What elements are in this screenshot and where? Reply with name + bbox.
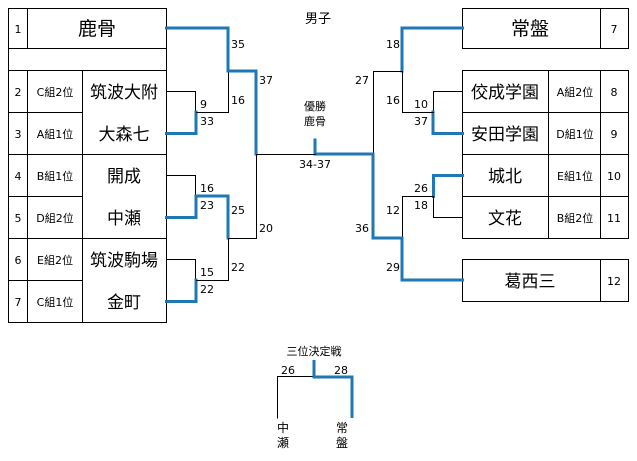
team-name: 大森七 bbox=[99, 125, 150, 145]
team-name: 城北 bbox=[488, 167, 522, 187]
score: 29 bbox=[386, 261, 400, 274]
group-rank: D組1位 bbox=[556, 127, 593, 141]
third-place-left-team: 中瀬 bbox=[277, 420, 289, 450]
right-scores: 10 37 26 18 18 16 12 29 27 36 bbox=[355, 38, 428, 274]
right-table bbox=[462, 8, 629, 302]
score: 12 bbox=[386, 204, 400, 217]
third-place-right-team: 常盤 bbox=[336, 421, 348, 450]
left-entries: 1 鹿骨 2 C組2位 筑波大附 3 A組1位 大森七 4 B組1位 開成 5 … bbox=[15, 18, 159, 313]
right-entry-10: 城北 E組1位 10 bbox=[488, 167, 621, 187]
right-entry-9: 安田学園 D組1位 9 bbox=[471, 125, 618, 145]
seed-number: 3 bbox=[15, 128, 22, 141]
left-entry-3: 3 A組1位 大森七 bbox=[15, 125, 150, 145]
left-entry-7: 7 C組1位 金町 bbox=[15, 293, 142, 313]
seed-number: 7 bbox=[611, 23, 618, 36]
team-name: 文花 bbox=[488, 209, 522, 229]
seed-number: 8 bbox=[611, 86, 618, 99]
left-entry-1: 1 鹿骨 bbox=[15, 18, 117, 40]
score: 16 bbox=[200, 182, 214, 195]
score: 37 bbox=[259, 74, 273, 87]
left-entry-2: 2 C組2位 筑波大附 bbox=[15, 83, 159, 103]
group-rank: E組2位 bbox=[37, 253, 73, 267]
right-entries: 常盤 7 佼成学園 A組2位 8 安田学園 D組1位 9 城北 E組1位 10 … bbox=[471, 18, 621, 292]
right-entry-12: 葛西三 12 bbox=[505, 272, 622, 292]
team-name: 筑波大附 bbox=[90, 83, 158, 103]
right-entry-7: 常盤 7 bbox=[511, 18, 618, 40]
third-place-title: 三位決定戦 bbox=[287, 344, 342, 358]
seed-number: 12 bbox=[607, 275, 621, 288]
champion-label: 優勝 鹿骨 34-37 bbox=[299, 99, 331, 171]
seed-number: 6 bbox=[15, 254, 22, 267]
champion-team: 鹿骨 bbox=[304, 114, 326, 128]
right-entry-8: 佼成学園 A組2位 8 bbox=[471, 83, 618, 103]
seed-number: 9 bbox=[611, 128, 618, 141]
team-name: 筑波駒場 bbox=[90, 251, 158, 271]
team-name: 鹿骨 bbox=[78, 18, 116, 40]
group-rank: E組1位 bbox=[557, 169, 593, 183]
group-rank: A組1位 bbox=[37, 127, 74, 141]
score: 20 bbox=[259, 222, 273, 235]
score: 15 bbox=[200, 266, 214, 279]
score: 22 bbox=[231, 261, 245, 274]
score: 23 bbox=[200, 199, 214, 212]
score: 10 bbox=[414, 98, 428, 111]
seed-number: 2 bbox=[15, 86, 22, 99]
right-bracket-lines bbox=[276, 26, 464, 282]
score: 36 bbox=[355, 222, 369, 235]
seed-number: 10 bbox=[607, 170, 621, 183]
left-bracket-lines bbox=[165, 26, 277, 303]
left-table bbox=[8, 8, 167, 323]
score: 33 bbox=[200, 115, 214, 128]
bracket-title: 男子 bbox=[305, 12, 331, 27]
score: 37 bbox=[414, 115, 428, 128]
score: 16 bbox=[386, 94, 400, 107]
score: 9 bbox=[200, 98, 207, 111]
group-rank: C組1位 bbox=[37, 295, 74, 309]
seed-number: 7 bbox=[15, 296, 22, 309]
group-rank: B組2位 bbox=[557, 211, 594, 225]
team-name: 安田学園 bbox=[471, 125, 539, 145]
group-rank: B組1位 bbox=[37, 169, 74, 183]
score: 28 bbox=[334, 364, 348, 377]
team-name: 常盤 bbox=[511, 18, 549, 40]
right-entry-11: 文花 B組2位 11 bbox=[488, 209, 621, 229]
team-name: 中瀬 bbox=[107, 209, 141, 229]
third-place-bracket: 三位決定戦 26 28 中瀬 常盤 bbox=[277, 344, 354, 450]
seed-number: 5 bbox=[15, 212, 22, 225]
score: 25 bbox=[231, 204, 245, 217]
final-score: 34-37 bbox=[299, 158, 331, 171]
score: 27 bbox=[355, 74, 369, 87]
score: 26 bbox=[281, 364, 295, 377]
group-rank: C組2位 bbox=[37, 85, 74, 99]
left-entry-4: 4 B組1位 開成 bbox=[15, 167, 142, 187]
champion-title: 優勝 bbox=[304, 99, 326, 113]
left-entry-5: 5 D組2位 中瀬 bbox=[15, 209, 142, 229]
seed-number: 11 bbox=[607, 212, 621, 225]
group-rank: A組2位 bbox=[557, 85, 594, 99]
team-name: 開成 bbox=[107, 167, 141, 187]
seed-number: 1 bbox=[15, 23, 22, 36]
score: 18 bbox=[414, 199, 428, 212]
group-rank: D組2位 bbox=[36, 211, 73, 225]
score: 35 bbox=[231, 38, 245, 51]
score: 22 bbox=[200, 283, 214, 296]
left-scores: 9 33 16 23 15 22 35 16 25 22 37 20 bbox=[200, 38, 273, 296]
score: 16 bbox=[231, 94, 245, 107]
team-name: 金町 bbox=[107, 293, 141, 313]
score: 26 bbox=[414, 182, 428, 195]
left-entry-6: 6 E組2位 筑波駒場 bbox=[15, 251, 159, 271]
team-name: 葛西三 bbox=[505, 272, 556, 292]
score: 18 bbox=[386, 38, 400, 51]
team-name: 佼成学園 bbox=[471, 83, 539, 103]
seed-number: 4 bbox=[15, 170, 22, 183]
